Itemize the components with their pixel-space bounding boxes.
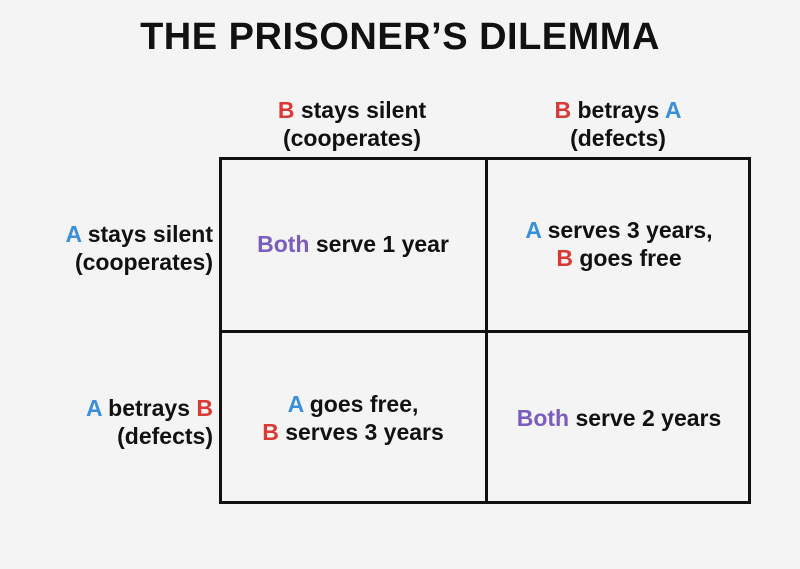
player-b-label: B xyxy=(277,97,295,123)
column-header-subtext: (defects) xyxy=(570,125,666,151)
cell-outcome-text: goes free, xyxy=(303,391,419,417)
player-b-label: B xyxy=(196,395,213,421)
column-header-b-betrays-a: B betrays A (defects) xyxy=(485,96,751,152)
both-label: Both xyxy=(516,405,570,431)
player-a-label: A xyxy=(525,217,542,243)
row-header-text: stays silent xyxy=(81,221,213,247)
cell-both-silent: Both serve 1 year xyxy=(221,158,485,330)
column-header-b-stays-silent: B stays silent (cooperates) xyxy=(219,96,485,152)
column-header-text: betrays xyxy=(571,97,665,123)
row-header-a-stays-silent: A stays silent (cooperates) xyxy=(8,220,213,276)
cell-outcome-text: serves 3 years xyxy=(278,419,444,445)
cell-outcome-text: serve 1 year xyxy=(309,231,449,257)
player-a-label: A xyxy=(664,97,682,123)
player-a-label: A xyxy=(65,221,82,247)
cell-outcome-text: serves 3 years, xyxy=(541,217,713,243)
cell-outcome-text: serve 2 years xyxy=(569,405,722,431)
player-a-label: A xyxy=(287,391,304,417)
player-b-label: B xyxy=(554,97,572,123)
column-header-text: stays silent xyxy=(294,97,427,123)
row-header-subtext: (defects) xyxy=(117,423,213,449)
cell-a-betrays-b-silent: A goes free, B serves 3 years xyxy=(221,332,485,504)
cell-a-silent-b-betrays: A serves 3 years, B goes free xyxy=(487,158,751,330)
player-b-label: B xyxy=(262,419,279,445)
player-b-label: B xyxy=(556,245,573,271)
row-header-text: betrays xyxy=(101,395,197,421)
diagram-title: THE PRISONER’S DILEMMA xyxy=(140,16,660,58)
column-header-subtext: (cooperates) xyxy=(282,125,422,151)
cell-outcome-text: goes free xyxy=(572,245,682,271)
row-header-subtext: (cooperates) xyxy=(74,249,213,275)
cell-both-betray: Both serve 2 years xyxy=(487,332,751,504)
matrix-horizontal-divider xyxy=(219,330,751,333)
both-label: Both xyxy=(257,231,310,257)
player-a-label: A xyxy=(86,395,102,421)
row-header-a-betrays-b: A betrays B (defects) xyxy=(8,394,213,450)
